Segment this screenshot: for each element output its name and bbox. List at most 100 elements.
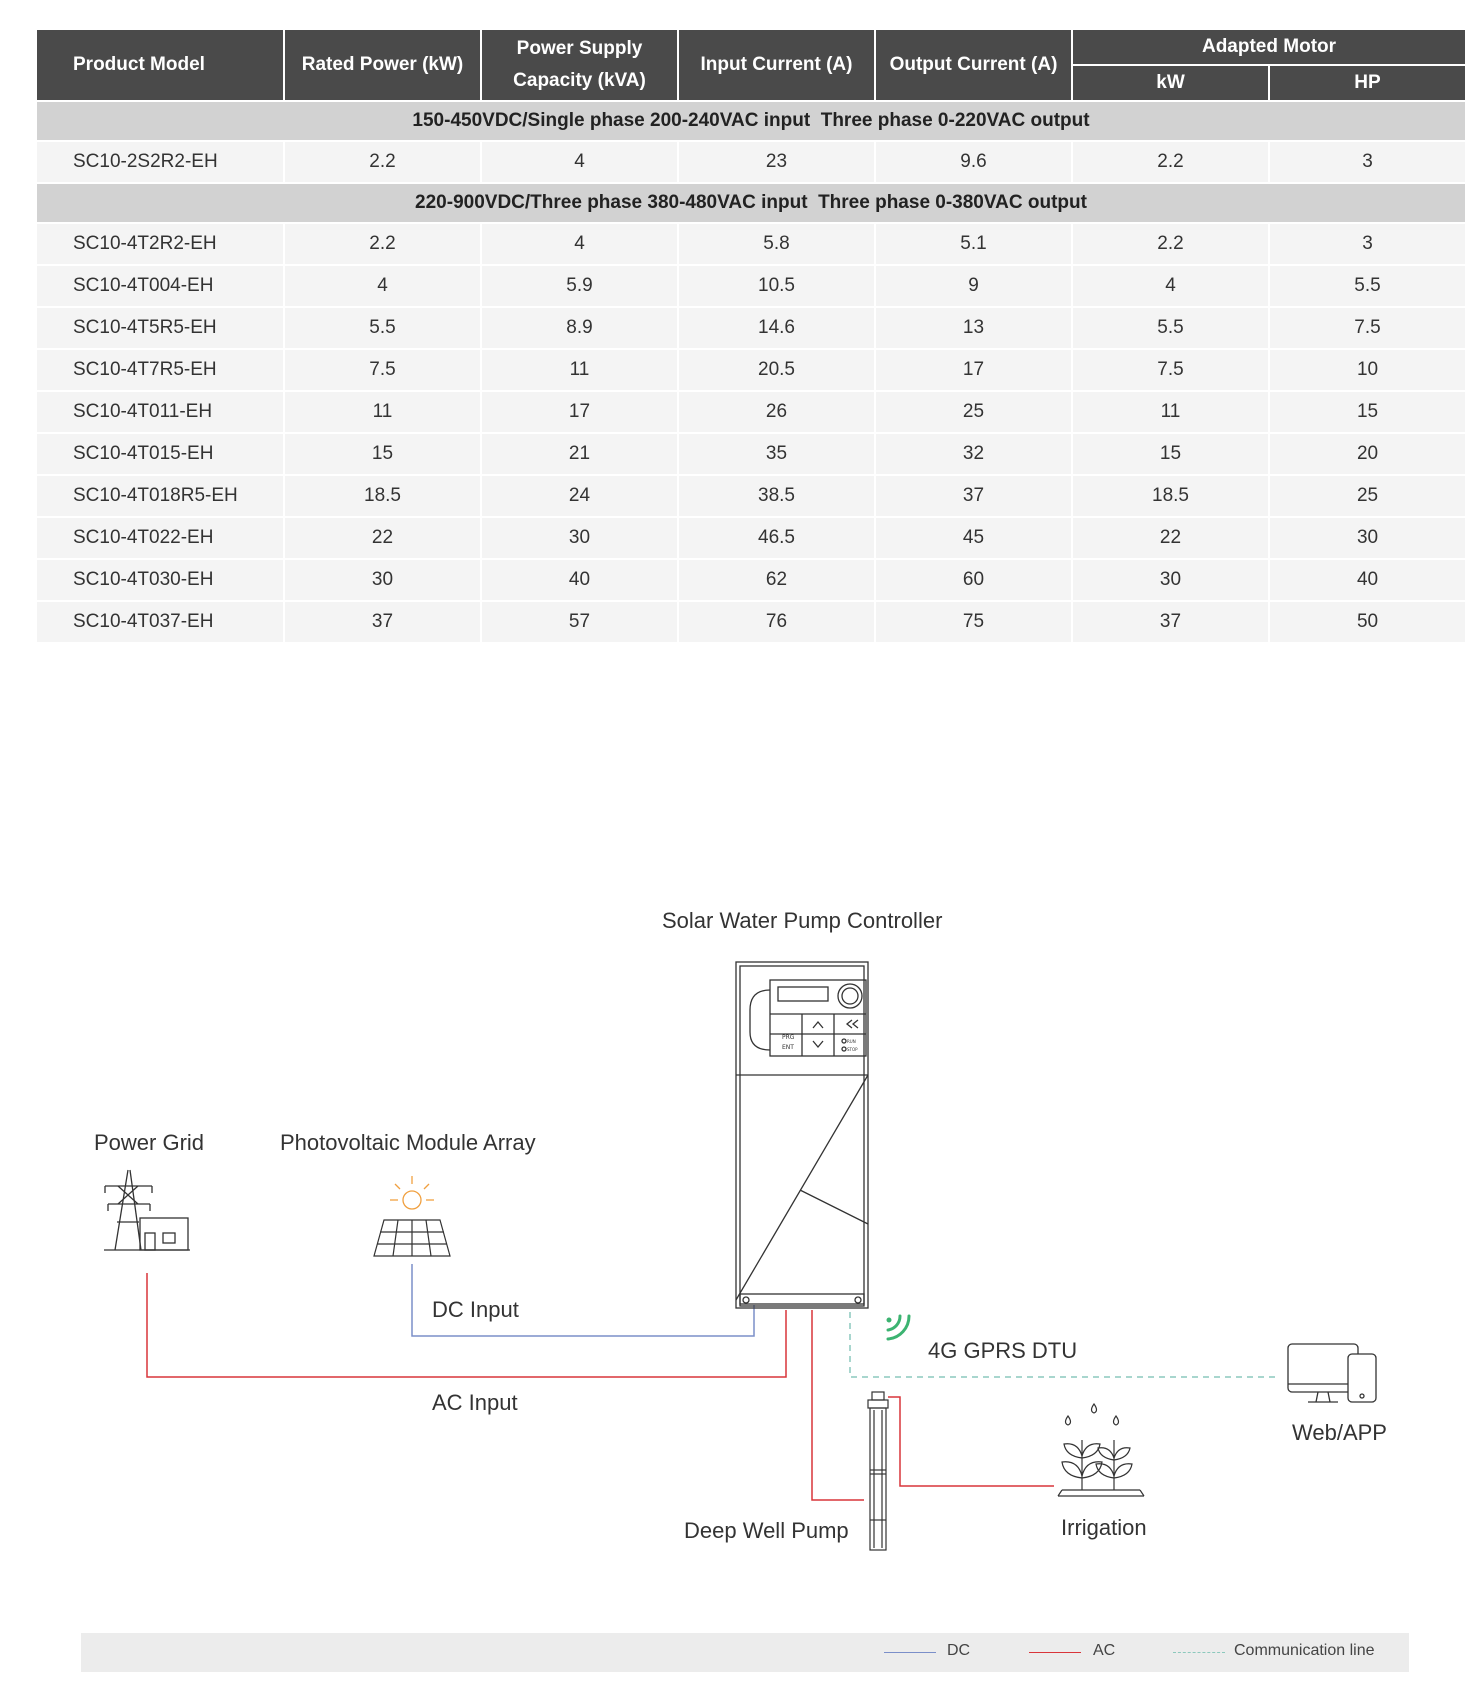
header-power-supply-line1: Power Supply: [516, 38, 643, 59]
cell-rated-power: 37: [285, 602, 480, 642]
cell-rated-power: 7.5: [285, 350, 480, 390]
cell-rated-power: 2.2: [285, 142, 480, 182]
web-app-label: Web/APP: [1292, 1420, 1387, 1445]
controller-icon: [735, 961, 869, 1309]
ac-pump-line: [811, 1310, 864, 1501]
wireless-signal-icon: [886, 1314, 911, 1341]
cell-supply-capacity: 5.9: [482, 266, 677, 306]
header-power-supply-line2: Capacity (kVA): [513, 70, 646, 91]
header-adapted-motor: Adapted Motor: [1073, 30, 1466, 64]
legend-comm-swatch: [1173, 1652, 1225, 1653]
cell-output-current: 5.1: [876, 224, 1071, 264]
power-grid-icon: [104, 1169, 190, 1251]
irrigation-plant-icon: [1057, 1402, 1145, 1497]
controller-title: Solar Water Pump Controller: [662, 908, 943, 933]
cell-model: SC10-4T004-EH: [37, 266, 283, 306]
cell-motor-kw: 5.5: [1073, 308, 1268, 348]
irrigation-label: Irrigation: [1061, 1515, 1147, 1540]
keypad-stop-label: STOP: [847, 1047, 858, 1052]
cell-input-current: 46.5: [679, 518, 874, 558]
header-input-current: Input Current (A): [679, 30, 874, 100]
cell-supply-capacity: 30: [482, 518, 677, 558]
cell-output-current: 75: [876, 602, 1071, 642]
pv-array-label: Photovoltaic Module Array: [280, 1130, 536, 1155]
dc-input-label: DC Input: [432, 1297, 519, 1322]
legend: DC AC Communication line: [81, 1633, 1409, 1672]
cell-motor-hp: 7.5: [1270, 308, 1466, 348]
cell-motor-hp: 15: [1270, 392, 1466, 432]
cell-model: SC10-4T015-EH: [37, 434, 283, 474]
legend-ac-swatch: [1029, 1652, 1081, 1653]
legend-ac-label: AC: [1093, 1642, 1116, 1659]
section-title: 220-900VDC/Three phase 380-480VAC input …: [37, 184, 1466, 222]
cell-supply-capacity: 24: [482, 476, 677, 516]
cell-input-current: 35: [679, 434, 874, 474]
header-output-current: Output Current (A): [876, 30, 1071, 100]
header-power-supply-capacity: Power Supply Capacity (kVA): [482, 30, 677, 100]
cell-output-current: 37: [876, 476, 1071, 516]
cell-motor-hp: 25: [1270, 476, 1466, 516]
cell-input-current: 14.6: [679, 308, 874, 348]
keypad-ent-label: ENT: [782, 1044, 794, 1051]
cell-motor-kw: 22: [1073, 518, 1268, 558]
cell-motor-hp: 10: [1270, 350, 1466, 390]
cell-supply-capacity: 21: [482, 434, 677, 474]
cell-motor-kw: 7.5: [1073, 350, 1268, 390]
cell-output-current: 9: [876, 266, 1071, 306]
legend-dc-swatch: [884, 1652, 936, 1653]
ac-input-label: AC Input: [432, 1390, 518, 1415]
ac-irrigation-line: [888, 1396, 1054, 1487]
cell-rated-power: 4: [285, 266, 480, 306]
cell-rated-power: 2.2: [285, 224, 480, 264]
cell-input-current: 76: [679, 602, 874, 642]
cell-motor-hp: 3: [1270, 142, 1466, 182]
power-grid-label: Power Grid: [94, 1130, 205, 1155]
cell-motor-kw: 4: [1073, 266, 1268, 306]
cell-motor-kw: 37: [1073, 602, 1268, 642]
cell-input-current: 10.5: [679, 266, 874, 306]
cell-supply-capacity: 17: [482, 392, 677, 432]
header-motor-kw: kW: [1073, 66, 1268, 100]
cell-rated-power: 15: [285, 434, 480, 474]
legend-comm-label: Communication line: [1234, 1642, 1375, 1659]
cell-model: SC10-4T011-EH: [37, 392, 283, 432]
cell-supply-capacity: 40: [482, 560, 677, 600]
cell-motor-kw: 2.2: [1073, 142, 1268, 182]
cell-model: SC10-4T030-EH: [37, 560, 283, 600]
section-title: 150-450VDC/Single phase 200-240VAC input…: [37, 102, 1466, 140]
cell-model: SC10-2S2R2-EH: [37, 142, 283, 182]
cell-input-current: 38.5: [679, 476, 874, 516]
cell-motor-kw: 30: [1073, 560, 1268, 600]
cell-motor-hp: 20: [1270, 434, 1466, 474]
spec-table: Product Model Rated Power (kW) Power Sup…: [35, 28, 1467, 644]
cell-supply-capacity: 57: [482, 602, 677, 642]
dc-input-line: [411, 1264, 755, 1337]
cell-supply-capacity: 4: [482, 142, 677, 182]
cell-model: SC10-4T018R5-EH: [37, 476, 283, 516]
cell-input-current: 5.8: [679, 224, 874, 264]
cell-output-current: 9.6: [876, 142, 1071, 182]
section-row: 150-450VDC/Single phase 200-240VAC input…: [37, 102, 1466, 140]
keypad-run-label: RUN: [847, 1039, 856, 1044]
cell-rated-power: 18.5: [285, 476, 480, 516]
spec-table-body: 150-450VDC/Single phase 200-240VAC input…: [37, 102, 1466, 642]
ac-input-line: [146, 1273, 787, 1378]
cell-model: SC10-4T037-EH: [37, 602, 283, 642]
cell-motor-kw: 15: [1073, 434, 1268, 474]
cell-input-current: 62: [679, 560, 874, 600]
cell-output-current: 45: [876, 518, 1071, 558]
cell-output-current: 25: [876, 392, 1071, 432]
cell-supply-capacity: 8.9: [482, 308, 677, 348]
cell-motor-hp: 5.5: [1270, 266, 1466, 306]
deep-well-pump-icon: [867, 1391, 889, 1551]
cell-output-current: 13: [876, 308, 1071, 348]
computer-phone-icon: [1287, 1343, 1377, 1403]
